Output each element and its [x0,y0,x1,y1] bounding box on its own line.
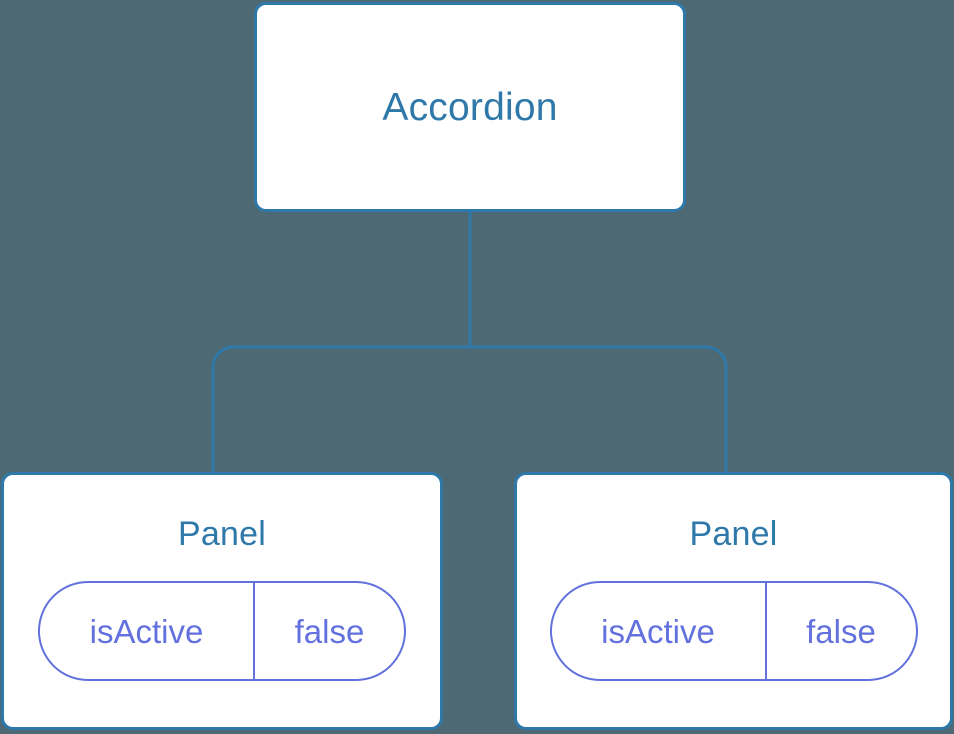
node-accordion-title: Accordion [382,85,558,129]
node-panel-0-state-value: false [294,612,365,650]
node-panel-1-state-key: isActive [552,583,767,679]
node-panel-0[interactable]: Panel isActive false [1,472,443,730]
node-panel-1[interactable]: Panel isActive false [514,472,953,730]
connector-branch-right [470,345,728,474]
node-panel-0-title: Panel [178,515,266,553]
node-panel-1-state-pill[interactable]: isActive false [549,581,918,681]
node-accordion[interactable]: Accordion [254,2,686,212]
node-panel-1-title: Panel [689,515,778,553]
node-panel-1-state-value: false [806,612,876,650]
node-panel-0-state-key: isActive [40,583,255,679]
connector-branch-left [211,345,470,474]
node-panel-0-state-pill[interactable]: isActive false [38,581,406,681]
